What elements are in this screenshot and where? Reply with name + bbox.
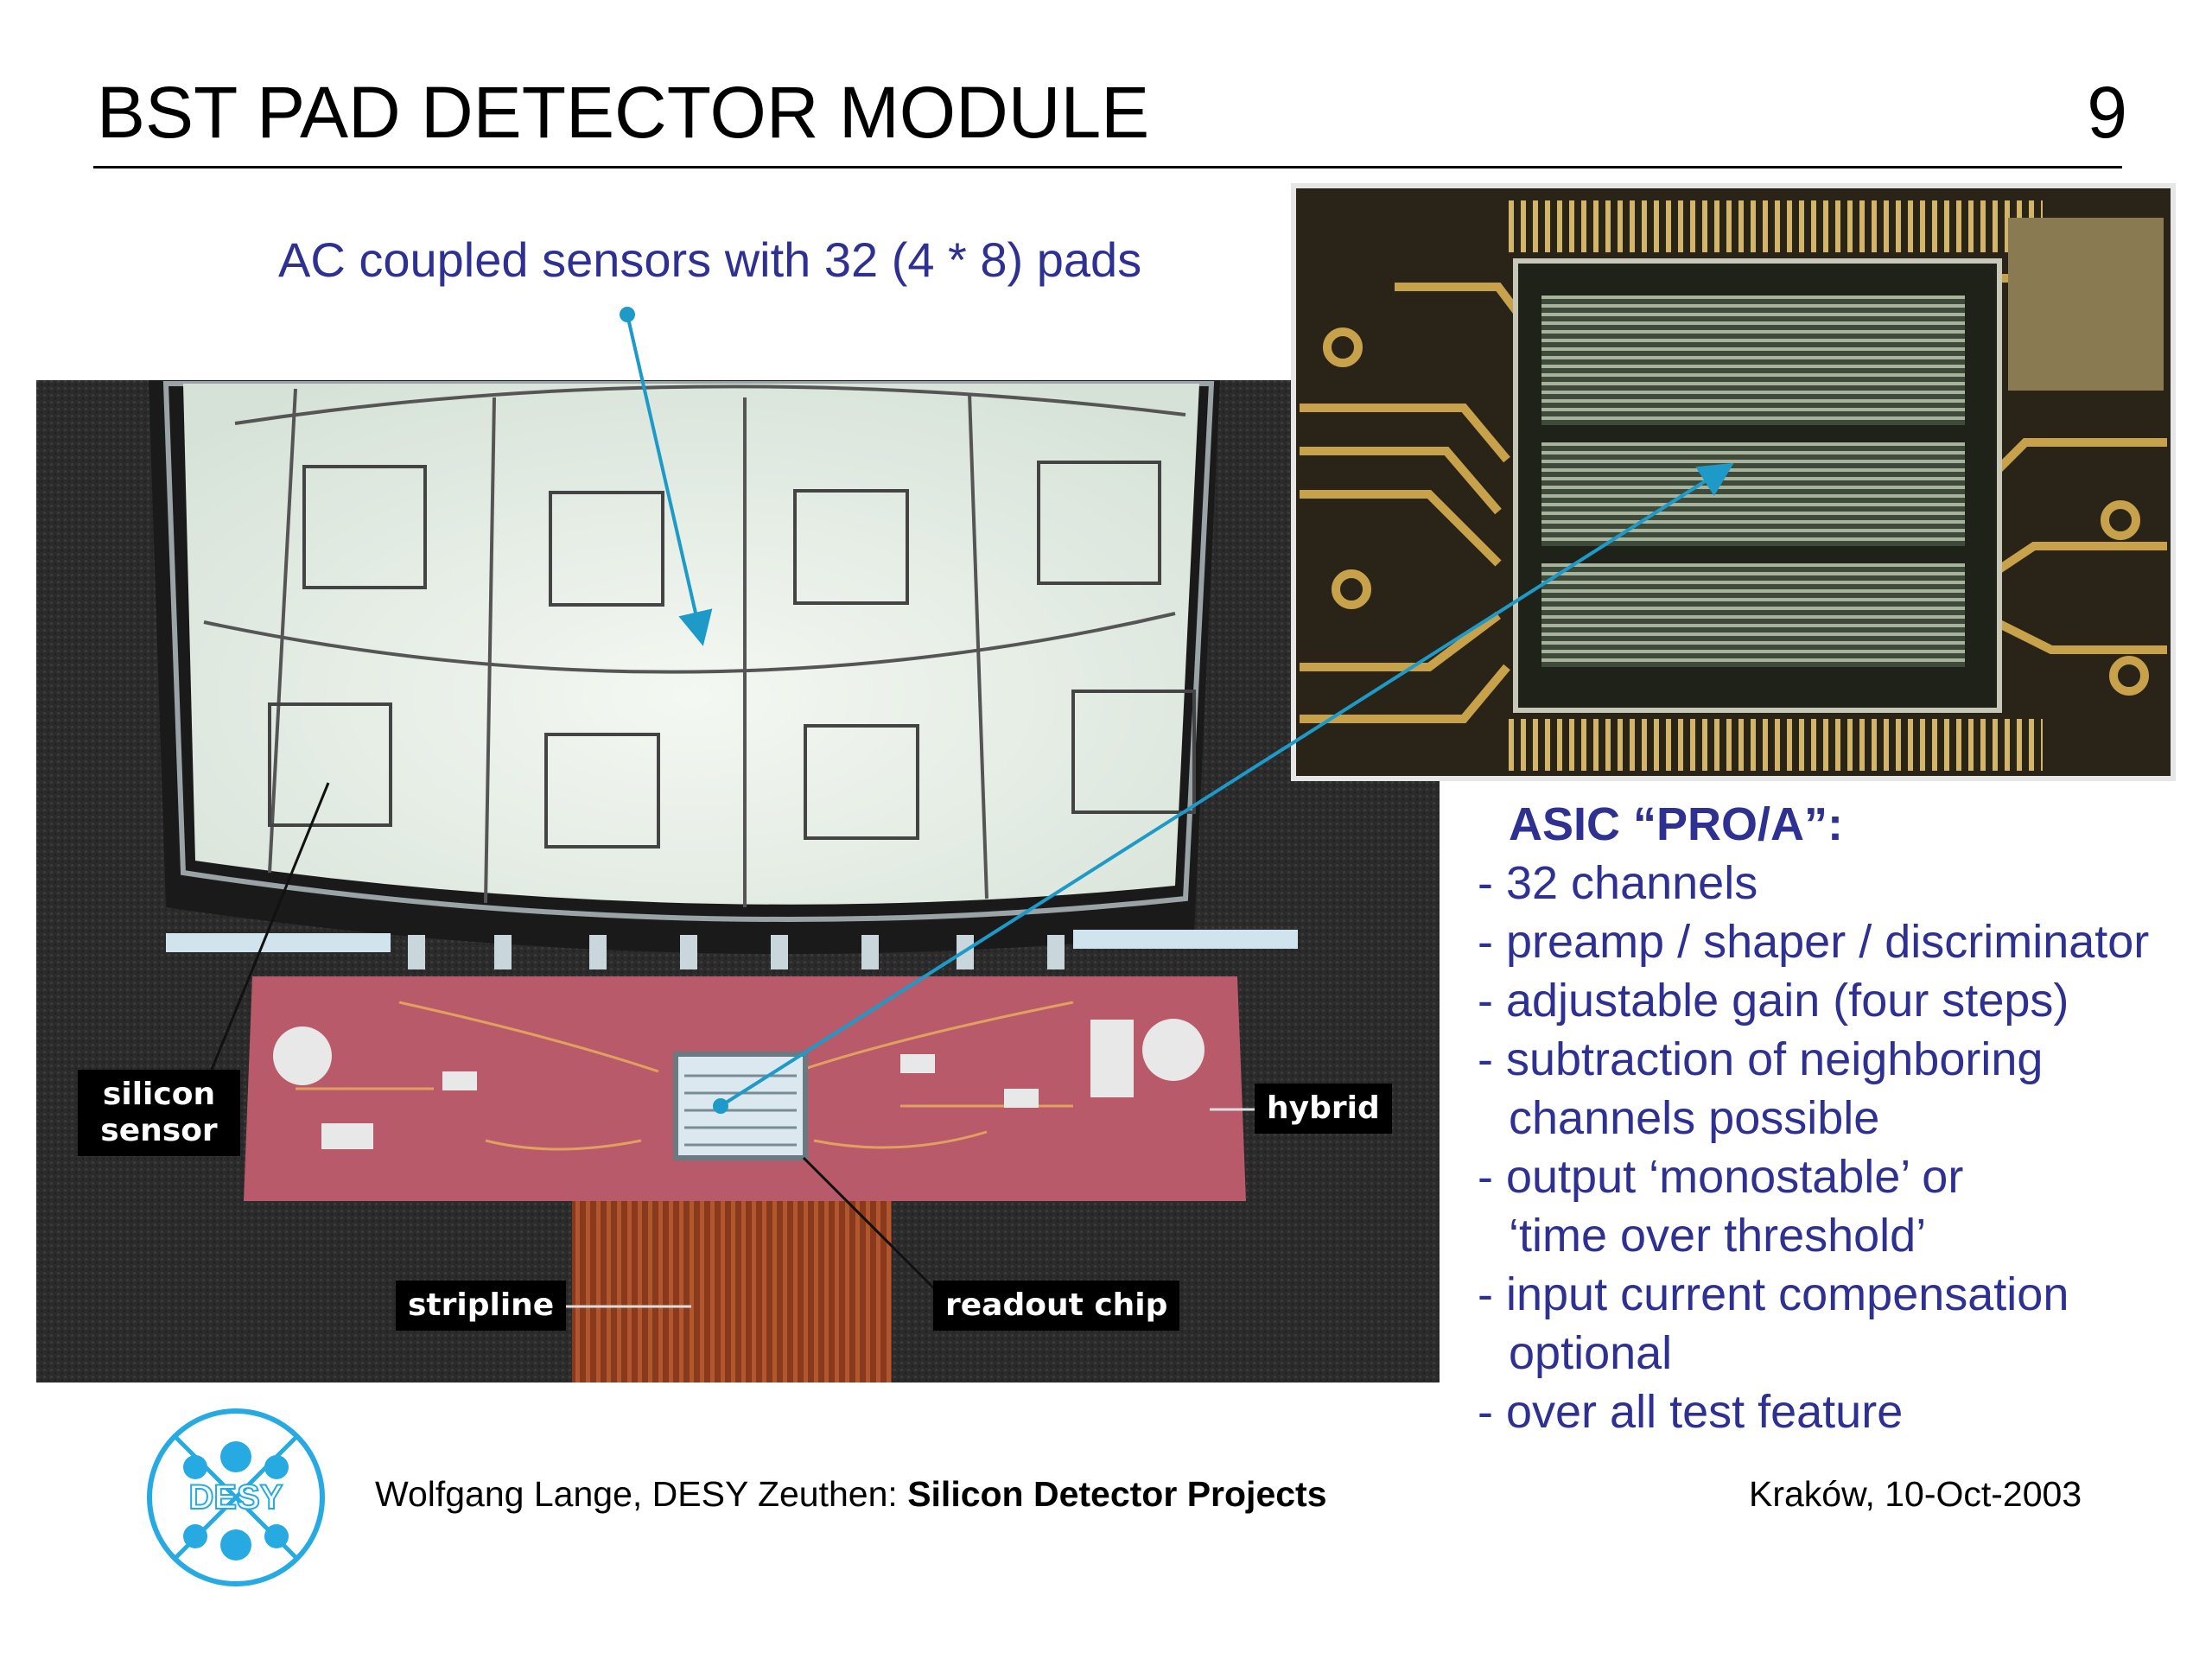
- detector-module-photo: [36, 380, 1440, 1382]
- caption-arrow-origin: [620, 307, 635, 322]
- footer-author: Wolfgang Lange, DESY Zeuthen: Silicon De…: [375, 1474, 1327, 1515]
- silicon-label-line2: sensor: [100, 1113, 218, 1148]
- asic-item: - output ‘monostable’ or: [1478, 1151, 1964, 1203]
- desy-logo: DESY: [147, 1408, 325, 1586]
- sensor-caption: AC coupled sensors with 32 (4 * 8) pads: [278, 232, 1142, 287]
- asic-item: - input current compensation: [1478, 1268, 2069, 1320]
- asic-item-continuation: ‘time over threshold’: [1509, 1210, 1927, 1262]
- title-divider: [93, 166, 2122, 168]
- asic-heading: ASIC “PRO/A”:: [1509, 798, 1844, 850]
- asic-closeup-photo: [1291, 183, 2176, 781]
- stripline-label: stripline: [396, 1281, 567, 1331]
- footer-project: Silicon Detector Projects: [907, 1474, 1327, 1514]
- footer-place-date: Kraków, 10-Oct-2003: [1749, 1474, 2082, 1514]
- asic-item: - over all test feature: [1478, 1386, 1904, 1438]
- readout-chip-label: readout chip: [933, 1281, 1180, 1331]
- slide-title: BST PAD DETECTOR MODULE: [97, 72, 1150, 153]
- silicon-label-line1: silicon: [102, 1077, 216, 1112]
- logo-wordmark: DESY: [189, 1478, 283, 1516]
- hybrid-label: hybrid: [1255, 1084, 1392, 1134]
- asic-item: - 32 channels: [1478, 857, 1758, 909]
- asic-item-continuation: optional: [1509, 1327, 1673, 1379]
- footer-author-text: Wolfgang Lange, DESY Zeuthen:: [375, 1474, 908, 1514]
- silicon-sensor-label: silicon sensor: [78, 1070, 240, 1156]
- asic-item: - subtraction of neighboring: [1478, 1033, 2044, 1085]
- asic-item-continuation: channels possible: [1509, 1092, 1880, 1144]
- asic-feature-list: ASIC “PRO/A”: - 32 channels - preamp / s…: [1478, 795, 2203, 1441]
- asic-item: - adjustable gain (four steps): [1478, 975, 2069, 1027]
- asic-item: - preamp / shaper / discriminator: [1478, 916, 2150, 968]
- page-number: 9: [2087, 72, 2127, 153]
